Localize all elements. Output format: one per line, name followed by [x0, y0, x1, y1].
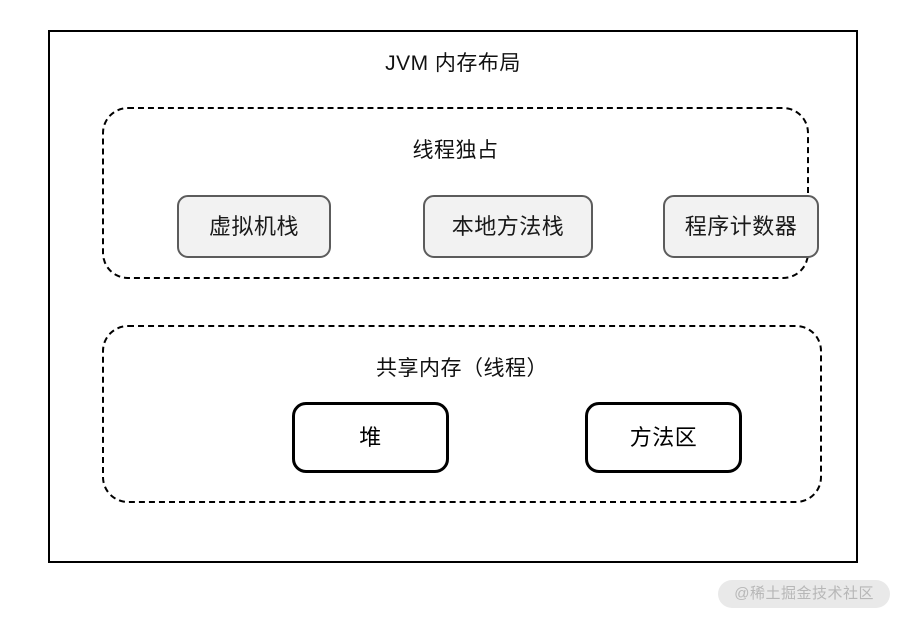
node-method-area: 方法区 [585, 402, 742, 473]
jvm-memory-layout-diagram: JVM 内存布局 线程独占 虚拟机栈 本地方法栈 程序计数器 共享内存（线程） … [48, 30, 858, 563]
watermark: @稀土掘金技术社区 [718, 580, 890, 608]
node-vm-stack: 虚拟机栈 [177, 195, 331, 258]
diagram-title: JVM 内存布局 [385, 52, 521, 75]
group-shared-memory: 共享内存（线程） 堆 方法区 [102, 325, 822, 503]
node-heap: 堆 [292, 402, 449, 473]
node-pc-register: 程序计数器 [663, 195, 819, 258]
group-thread-exclusive: 线程独占 虚拟机栈 本地方法栈 程序计数器 [102, 107, 819, 279]
group-thread-exclusive-title: 线程独占 [412, 139, 499, 162]
node-native-method-stack: 本地方法栈 [423, 195, 593, 258]
group-shared-memory-title: 共享内存（线程） [376, 357, 548, 380]
